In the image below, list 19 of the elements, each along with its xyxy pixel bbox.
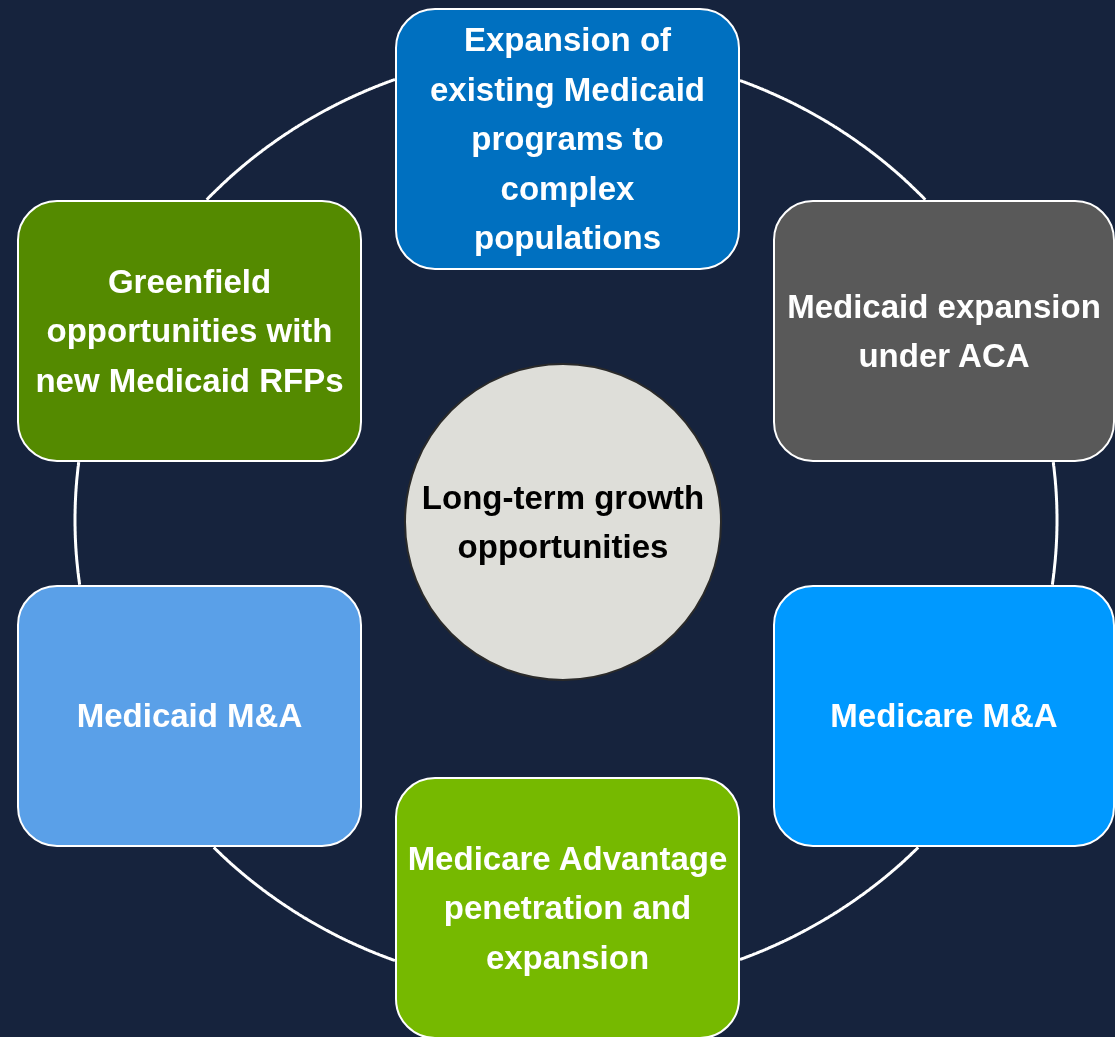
- opportunity-box: [395, 777, 740, 1037]
- opportunity-box: [773, 200, 1115, 462]
- opportunity-box: [395, 8, 740, 270]
- node-label: Medicaid expansion under ACA: [786, 286, 1102, 376]
- ring-connector: [739, 79, 927, 201]
- ring-connector: [205, 78, 396, 201]
- ring-connector: [73, 461, 82, 586]
- opportunity-box: [17, 585, 362, 847]
- ring-connector: [739, 846, 920, 961]
- ring-connector: [1050, 461, 1059, 586]
- opportunity-box: [773, 585, 1115, 847]
- node-label: Long-term growth opportunities: [420, 477, 706, 567]
- node-label: Medicare Advantage penetration and expansion: [406, 838, 729, 978]
- node-label: Medicaid M&A: [75, 696, 304, 737]
- ring-connector: [212, 846, 396, 962]
- node-label: Medicare M&A: [829, 696, 1059, 737]
- node-label: Expansion of existing Medicaid programs to complex populations: [428, 20, 707, 259]
- node-label: Greenfield opportunities with new Medicaid RFPs: [34, 261, 345, 401]
- opportunity-box: [17, 200, 362, 462]
